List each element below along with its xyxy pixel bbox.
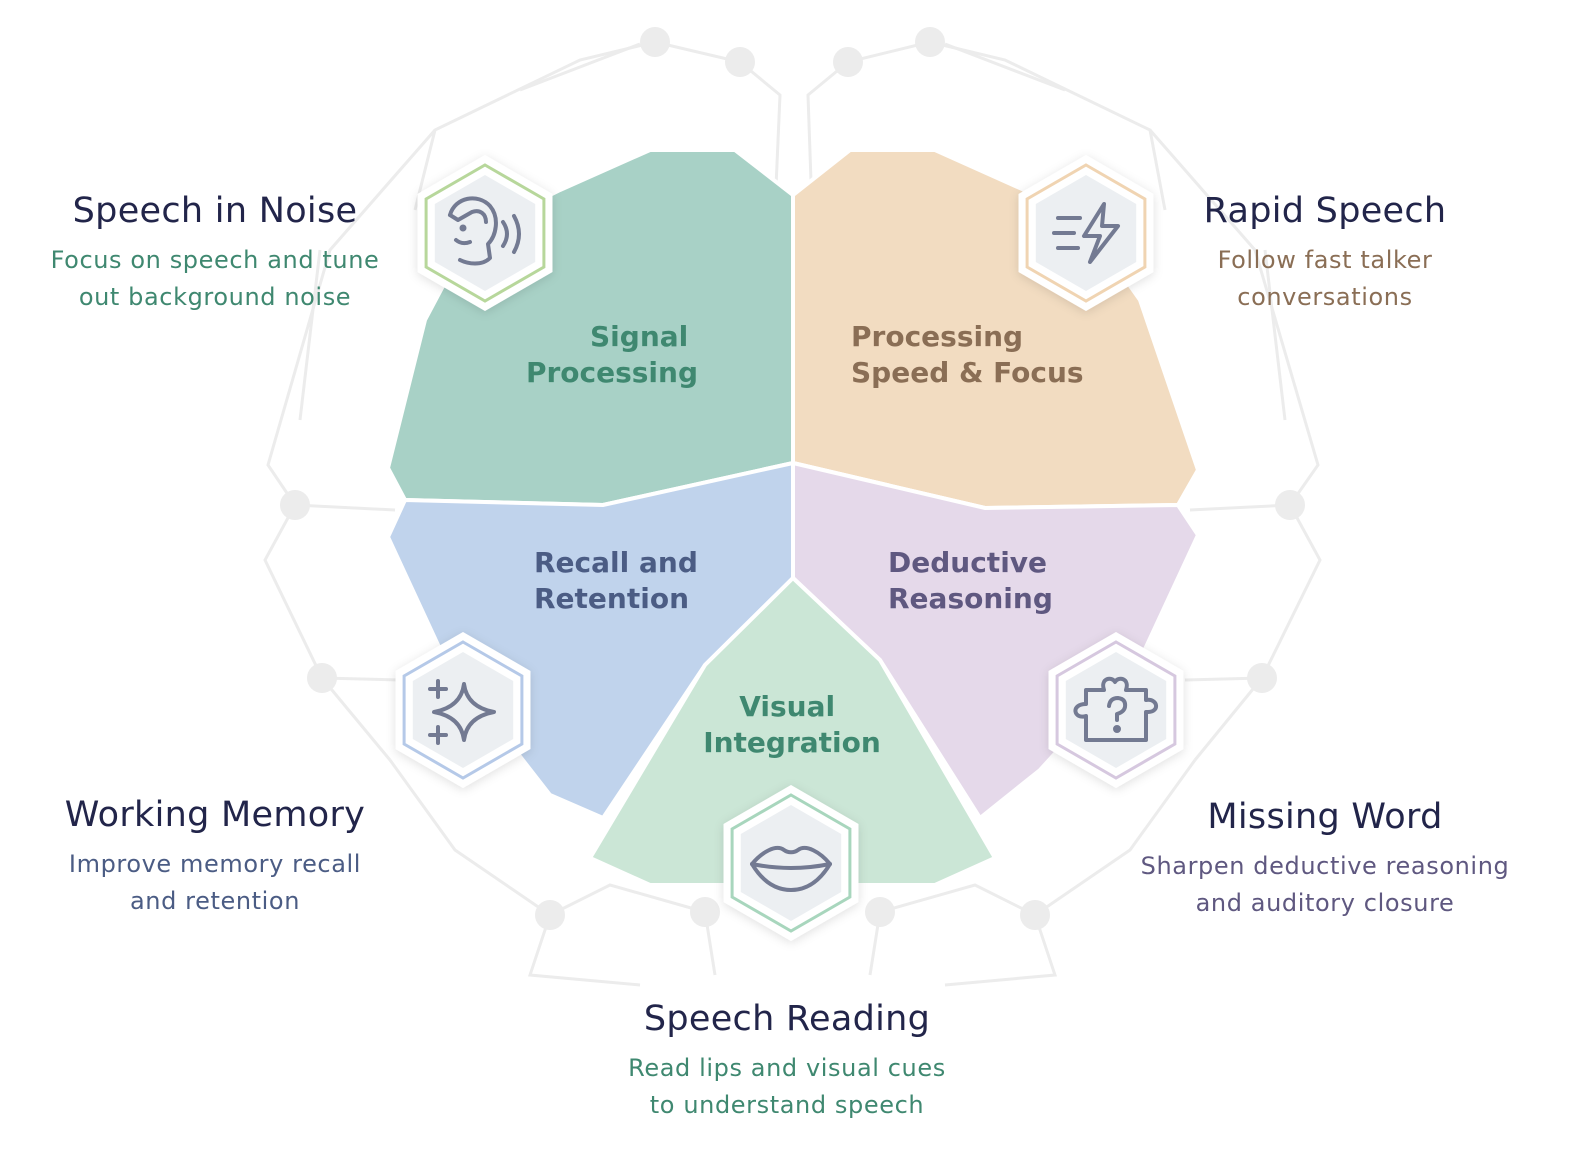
network-nodes — [280, 27, 1305, 930]
skill-title: Rapid Speech — [1203, 191, 1447, 231]
sparkle-icon — [428, 679, 496, 745]
hex-badge-missing-word — [1048, 632, 1184, 788]
hex-badge-speech-reading — [723, 785, 859, 941]
skill-title: Speech in Noise — [72, 191, 358, 231]
skill-missing-word: Missing Word Sharpen deductive reasoning… — [1120, 796, 1530, 922]
hex-badge-speech-in-noise — [417, 155, 553, 311]
skill-title: Missing Word — [1207, 797, 1443, 837]
skill-speech-reading: Speech Reading Read lips and visual cues… — [587, 998, 987, 1124]
region-recall-retention — [385, 460, 795, 821]
lips-icon — [750, 845, 832, 892]
speed-bolt-icon — [1052, 202, 1120, 264]
region-label-signal: Signal Processing — [526, 320, 698, 389]
hex-badge-working-memory — [395, 632, 531, 788]
face-listening-icon — [448, 196, 521, 266]
skill-title: Speech Reading — [643, 999, 931, 1039]
network-background — [263, 40, 1322, 987]
region-label-speed: Processing Speed & Focus — [851, 320, 1084, 389]
region-label-deductive: Deductive Reasoning — [888, 546, 1057, 615]
region-label-visual: Visual Integration — [703, 690, 881, 759]
skill-speech-in-noise: Speech in Noise Focus on speech and tune… — [30, 190, 400, 316]
skill-title: Working Memory — [64, 795, 366, 835]
hex-badge-rapid-speech — [1018, 155, 1154, 311]
puzzle-question-icon — [1073, 676, 1158, 742]
region-label-recall: Recall and Retention — [534, 546, 708, 615]
